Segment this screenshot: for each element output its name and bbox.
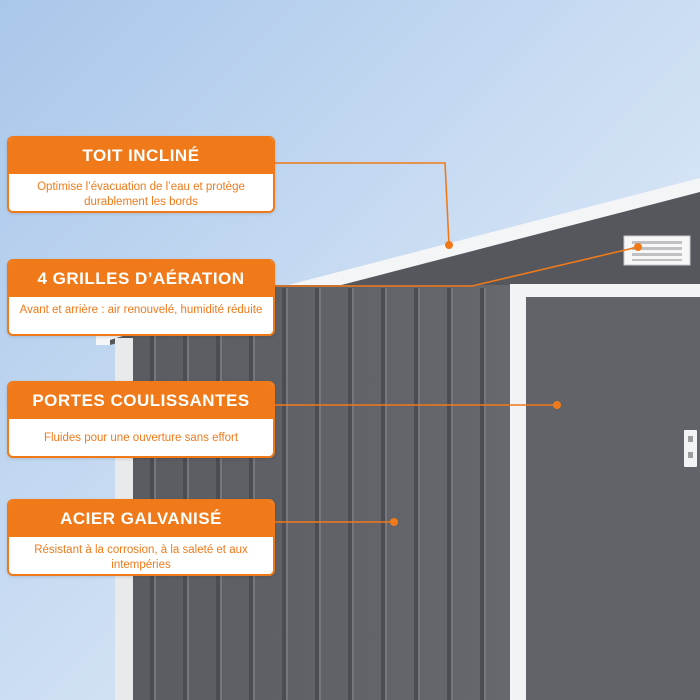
wall-rib-highlight	[286, 288, 288, 700]
wall-rib-highlight	[385, 288, 387, 700]
feature-description: Résistant à la corrosion, à la saleté et…	[34, 544, 248, 571]
wall-rib	[414, 288, 418, 700]
wall-rib-highlight	[418, 288, 420, 700]
feature-card-vents: 4 GRILLES D’AÉRATION Avant et arrière : …	[7, 259, 275, 336]
wall-rib	[150, 288, 154, 700]
wall-rib-highlight	[220, 288, 222, 700]
wall-rib	[183, 288, 187, 700]
feature-card-doors: PORTES COULISSANTES Fluides pour une ouv…	[7, 381, 275, 458]
wall-rib	[480, 288, 484, 700]
callout-lines	[275, 162, 639, 523]
wall-rib	[381, 288, 385, 700]
dot-vent	[634, 243, 642, 251]
wall-rib	[447, 288, 451, 700]
wall-rib	[348, 288, 352, 700]
wall-ribs	[150, 288, 486, 700]
feature-description: Optimise l’évacuation de l’eau et protèg…	[37, 181, 245, 208]
wall-rib-highlight	[187, 288, 189, 700]
wall-rib	[315, 288, 319, 700]
dot-steel	[390, 518, 398, 526]
feature-card-roof: TOIT INCLINÉ Optimise l’évacuation de l’…	[7, 136, 275, 213]
feature-description: Fluides pour une ouverture sans effort	[43, 432, 239, 444]
dot-door	[553, 401, 561, 409]
feature-card-steel: ACIER GALVANISÉ Résistant à la corrosion…	[7, 499, 275, 576]
feature-title: ACIER GALVANISÉ	[9, 501, 273, 537]
wall-rib-highlight	[154, 288, 156, 700]
wall-rib	[216, 288, 220, 700]
wall-rib	[249, 288, 253, 700]
feature-description: Avant et arrière : air renouvelé, humidi…	[19, 304, 263, 316]
feature-title: PORTES COULISSANTES	[9, 383, 273, 419]
leader-roof	[275, 162, 450, 246]
vent-grille	[623, 235, 691, 266]
feature-title: TOIT INCLINÉ	[9, 138, 273, 174]
wall-rib-highlight	[352, 288, 354, 700]
corrugated-wall	[133, 285, 513, 700]
door-handle	[684, 430, 697, 467]
sliding-door	[526, 297, 700, 700]
wall-rib-highlight	[484, 288, 486, 700]
feature-title: 4 GRILLES D’AÉRATION	[9, 261, 273, 297]
callout-dots	[390, 241, 642, 526]
wall-rib	[282, 288, 286, 700]
wall-rib-highlight	[253, 288, 255, 700]
leader-vent	[275, 246, 639, 287]
wall-rib-highlight	[319, 288, 321, 700]
dot-roof	[445, 241, 453, 249]
wall-rib-highlight	[451, 288, 453, 700]
